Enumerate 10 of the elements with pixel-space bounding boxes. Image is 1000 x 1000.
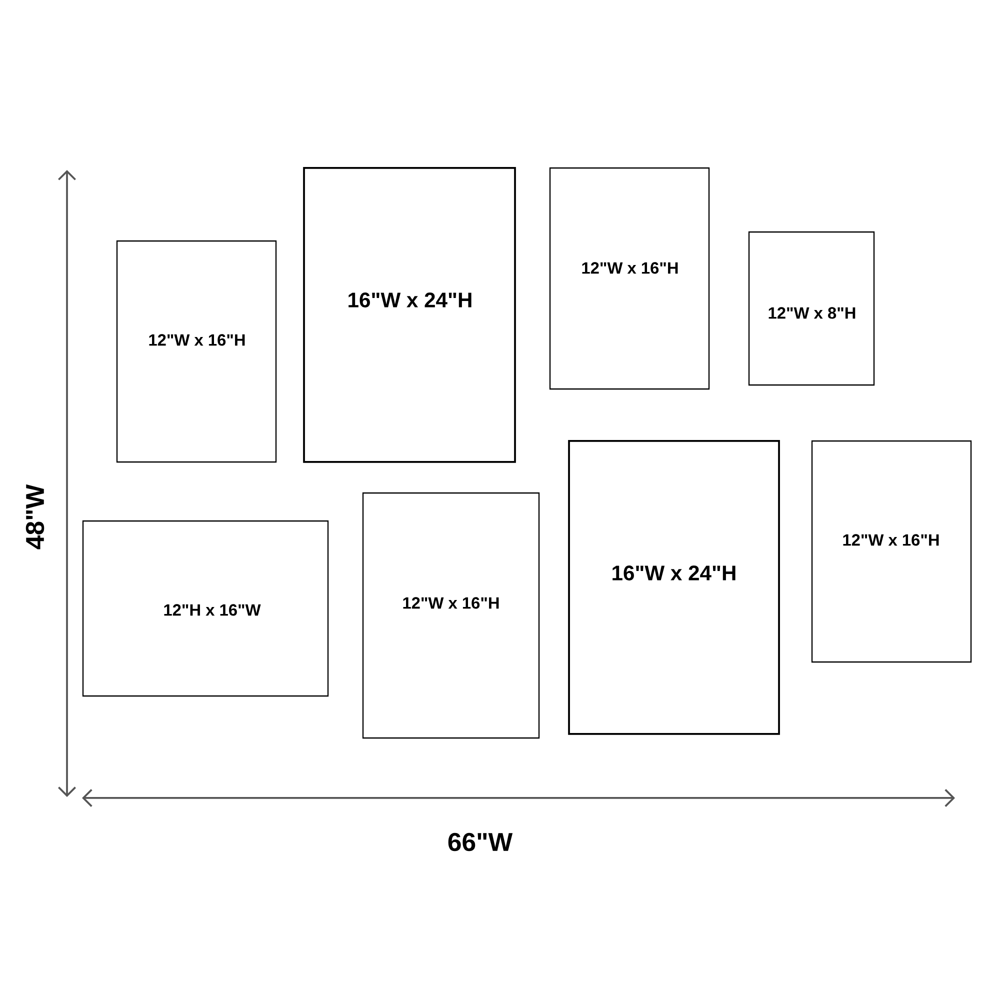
dimension-label: 66"W (448, 832, 513, 852)
frame-box: 12"W x 16"H (811, 440, 972, 663)
frame-box: 12"H x 16"W (82, 520, 329, 697)
frame-box: 12"W x 16"H (116, 240, 277, 463)
frame-box: 16"W x 24"H (568, 440, 780, 735)
frame-box: 12"W x 8"H (748, 231, 875, 386)
frame-box: 12"W x 16"H (362, 492, 540, 739)
frame-box: 12"W x 16"H (549, 167, 710, 390)
frame-box: 16"W x 24"H (303, 167, 516, 463)
dimension-label: 48"W (26, 484, 44, 550)
